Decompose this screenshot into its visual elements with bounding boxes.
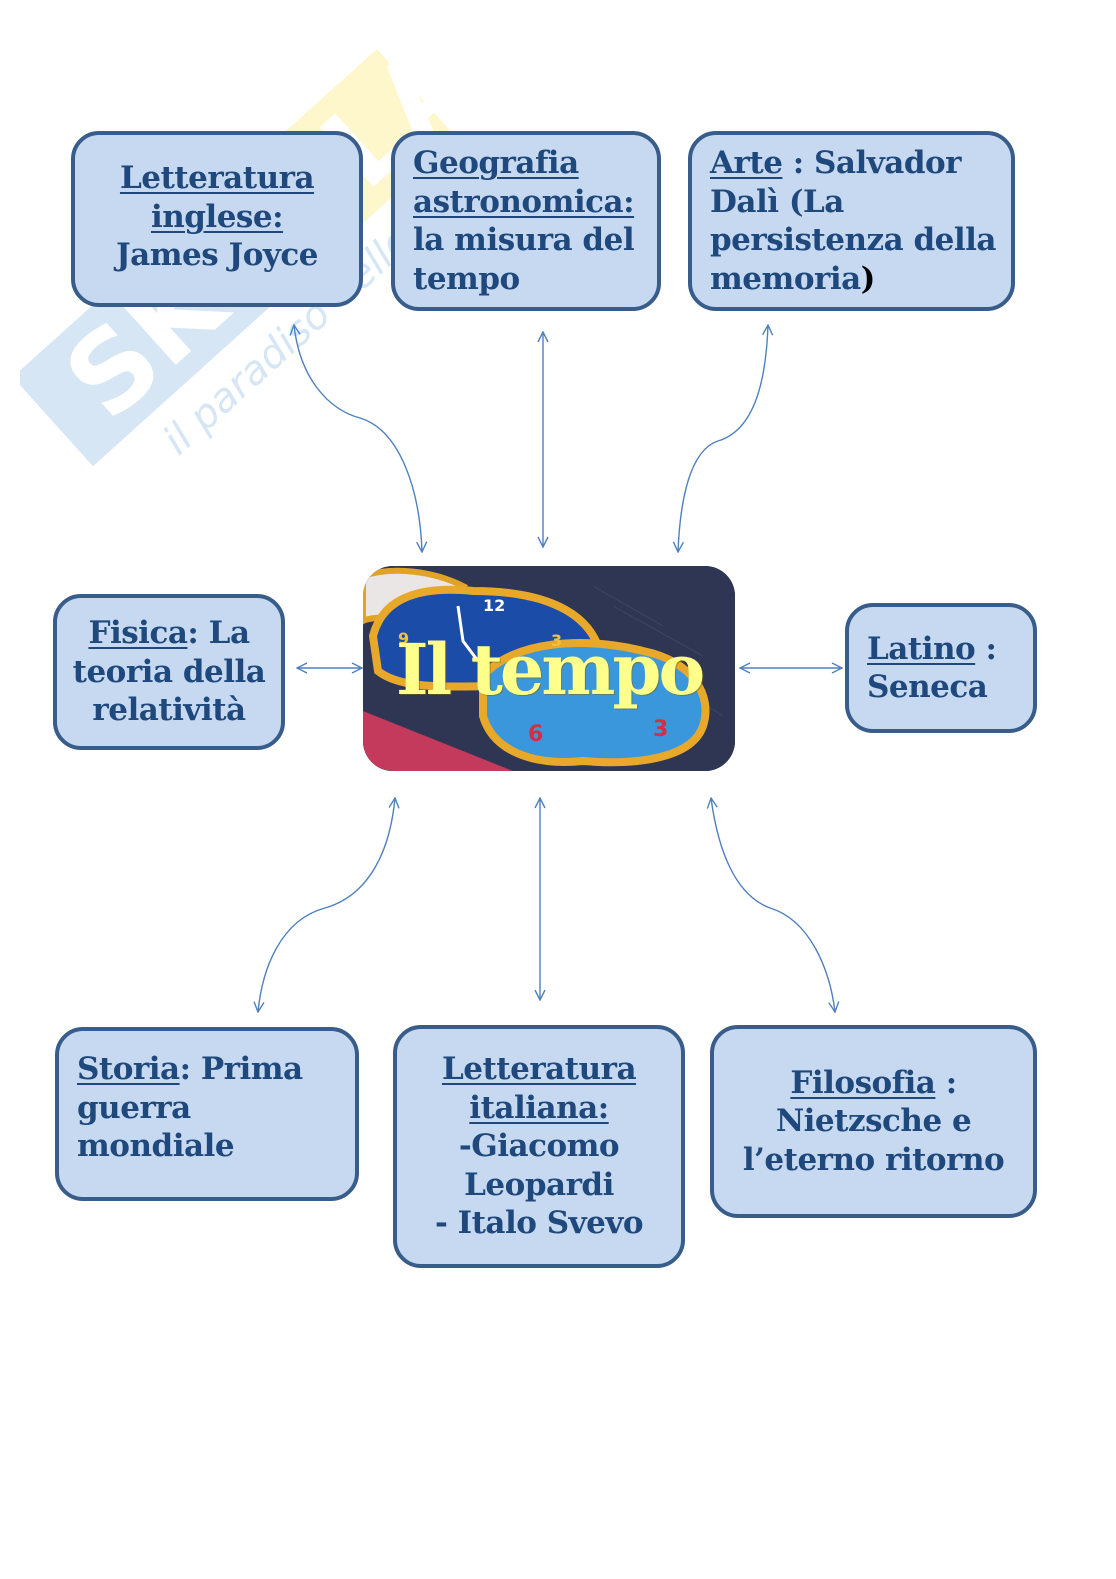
node-text: guerra: [77, 1089, 191, 1126]
node-text-line: teoria della: [73, 653, 266, 692]
node-text: persistenza della: [710, 222, 997, 258]
node-subject-label: Storia: [77, 1051, 180, 1088]
svg-text:3: 3: [551, 631, 562, 650]
node-subject-label: Arte: [710, 145, 783, 181]
central-topic-title: Il tempo: [395, 628, 705, 711]
node-text: - Italo Svevo: [434, 1205, 644, 1242]
svg-text:3: 3: [653, 717, 668, 742]
node-text-line: persistenza della: [710, 221, 997, 260]
node-text: : La: [187, 615, 250, 652]
node-text-line: Leopardi: [464, 1166, 614, 1205]
node-text-line: - Italo Svevo: [434, 1204, 644, 1243]
node-text: James Joyce: [116, 237, 318, 274]
node-text-line: guerra: [77, 1089, 191, 1128]
node-text: -Giacomo: [458, 1128, 620, 1165]
node-text: : Salvador: [782, 145, 962, 181]
arrow-filosofia: [711, 798, 835, 1012]
node-subject-label: Geografia: [413, 145, 579, 181]
node-text-line: -Giacomo: [458, 1127, 620, 1166]
arrow-arte: [678, 325, 768, 552]
node-text-line: Seneca: [867, 668, 988, 707]
arrow-letteratura-inglese: [294, 325, 422, 552]
node-text-line: Arte : Salvador: [710, 144, 961, 183]
node-subject-label: Letteratura: [119, 160, 315, 197]
node-subject-label: inglese:: [150, 198, 284, 235]
node-text-line: Letteratura: [441, 1050, 637, 1089]
central-topic-node: 12 9 3 6 3 Il tempo: [363, 566, 735, 771]
node-text: :: [975, 630, 997, 667]
node-text: l’eterno ritorno: [742, 1141, 1005, 1178]
node-text-line: memoria): [710, 260, 875, 299]
svg-text:9: 9: [398, 629, 409, 648]
node-text: la misura del: [413, 222, 635, 258]
node-text-line: tempo: [413, 260, 520, 299]
melting-clocks-image: 12 9 3 6 3: [363, 566, 735, 771]
node-text-line: la misura del: [413, 221, 635, 260]
node-text: Leopardi: [464, 1166, 614, 1203]
node-subject-label: Letteratura: [441, 1051, 637, 1088]
node-subject-label: astronomica:: [413, 183, 635, 220]
svg-text:6: 6: [528, 722, 543, 747]
node-text: Nietzsche e: [775, 1103, 972, 1140]
node-text-line: l’eterno ritorno: [742, 1141, 1005, 1180]
node-text-line: Storia: Prima: [77, 1050, 303, 1089]
node-text-line: Dalì (La: [710, 183, 844, 222]
node-text-line: Geografia: [413, 144, 579, 183]
node-text-line: italiana:: [469, 1089, 609, 1128]
node-text: : Prima: [179, 1051, 304, 1088]
node-text-line: James Joyce: [116, 236, 318, 275]
node-text: :: [935, 1064, 957, 1101]
node-text-line: Latino :: [867, 630, 997, 669]
node-text-line: mondiale: [77, 1127, 235, 1166]
node-subject-label: italiana:: [469, 1089, 609, 1126]
node-text: relatività: [92, 692, 246, 729]
node-text: Dalì (La: [710, 183, 844, 220]
svg-text:12: 12: [483, 596, 505, 615]
node-subject-label: Filosofia: [790, 1064, 936, 1101]
arrow-storia: [258, 798, 395, 1012]
node-text-line: Letteratura: [119, 159, 315, 198]
node-text-line: astronomica:: [413, 183, 635, 222]
node-latino[interactable]: Latino :Seneca: [845, 603, 1037, 733]
node-text-line: Fisica: La: [88, 614, 250, 653]
node-text-line: Nietzsche e: [775, 1102, 972, 1141]
node-text: ): [860, 260, 876, 297]
node-subject-label: Fisica: [88, 615, 188, 652]
node-text: tempo: [413, 260, 520, 297]
node-text: mondiale: [77, 1128, 235, 1165]
node-text: teoria della: [72, 653, 266, 690]
node-text: memoria: [710, 260, 861, 297]
node-text: Seneca: [867, 669, 988, 705]
node-text-line: Filosofia :: [790, 1064, 957, 1103]
node-text-line: inglese:: [150, 198, 284, 237]
node-subject-label: Latino: [867, 630, 976, 667]
node-text-line: relatività: [92, 691, 246, 730]
